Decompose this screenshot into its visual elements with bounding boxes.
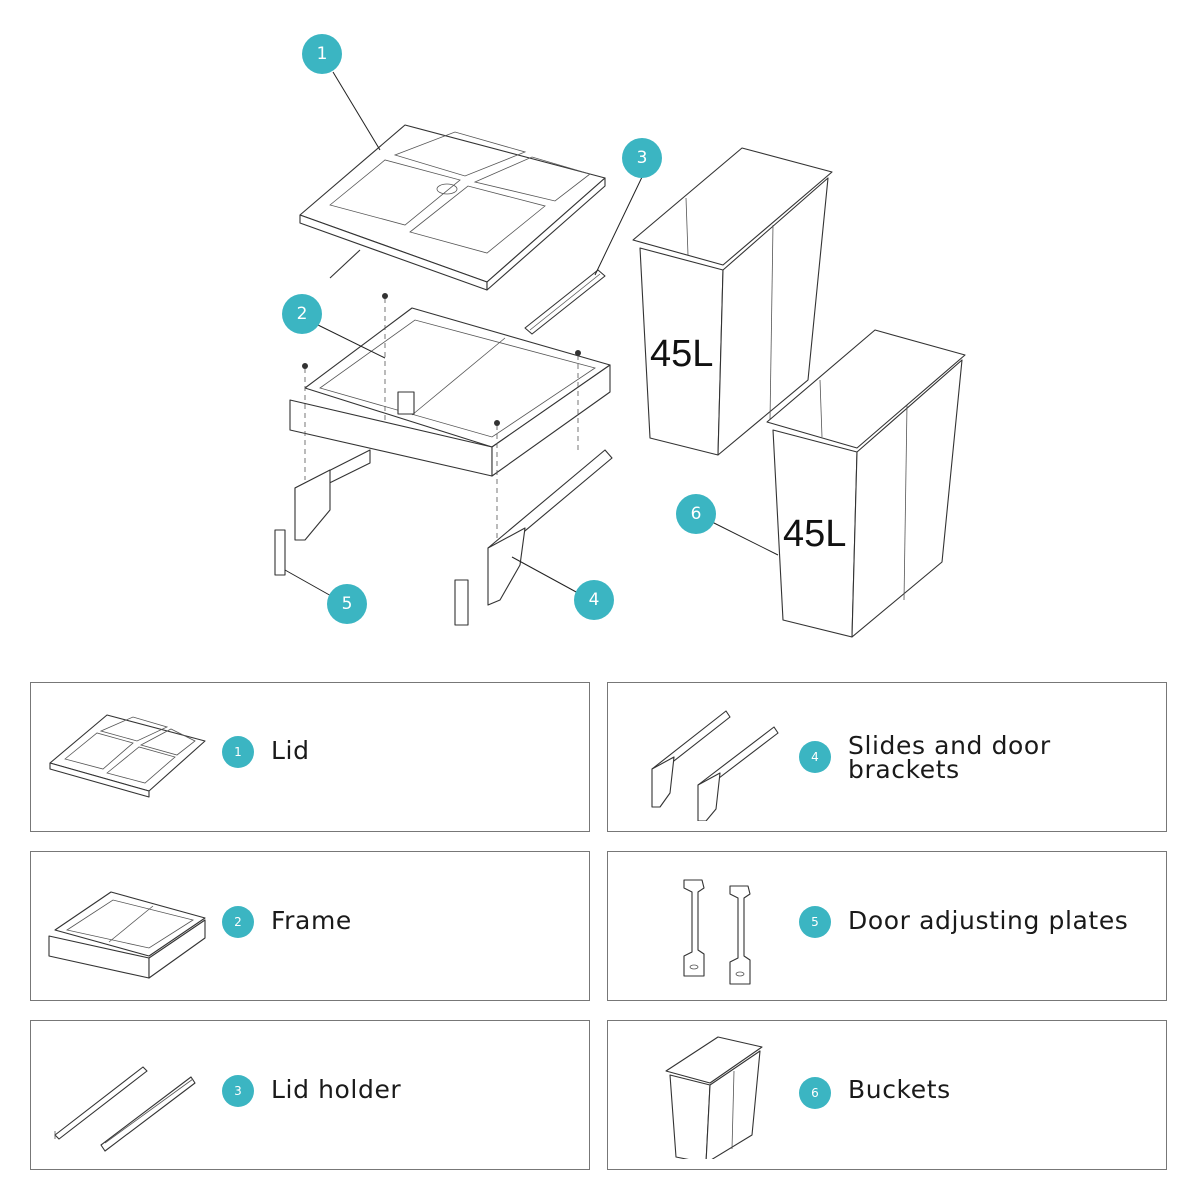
leader-lines [284,71,779,598]
svg-text:6: 6 [691,504,702,524]
legend-card-frame: 2 Frame [30,851,590,1001]
legend-badge-1: 1 [222,736,254,768]
front-bucket-volume: 45L [783,513,846,555]
svg-text:1: 1 [317,44,328,64]
legend-badge-6: 6 [799,1077,831,1109]
callout-5: 5 [327,584,367,624]
legend-card-lid-holder: 3 Lid holder [30,1020,590,1170]
callout-6: 6 [676,494,716,534]
callout-2: 2 [282,294,322,334]
callout-1: 1 [302,34,342,74]
lid-thumbnail [49,714,206,798]
screws [302,293,581,540]
door-plates-drawing [274,529,469,626]
legend-card-door-plates: 5 Door adjusting plates [607,851,1167,1001]
slides-drawing [294,449,613,606]
door-plates-thumbnail [683,879,751,985]
callout-3: 3 [622,138,662,178]
legend-card-buckets: 6 Buckets [607,1020,1167,1170]
svg-text:5: 5 [342,594,353,614]
bucket-thumbnail [665,1036,763,1159]
svg-text:2: 2 [297,304,308,324]
legend-badge-2: 2 [222,906,254,938]
svg-text:3: 3 [637,148,648,168]
lid-holder-thumbnail [54,1066,196,1152]
lid-drawing [299,124,606,291]
rear-bucket-volume: 45L [650,333,713,375]
lid-holder-drawing [524,269,606,335]
legend-label-door-plates: Door adjusting plates [848,906,1129,935]
callout-4: 4 [574,580,614,620]
legend-label-lid-holder: Lid holder [271,1075,402,1104]
legend-badge-5: 5 [799,906,831,938]
bucket-rear-drawing [632,147,833,456]
svg-text:4: 4 [589,590,600,610]
legend-card-slides: 4 Slides and door brackets [607,682,1167,832]
legend-label-buckets: Buckets [848,1075,951,1104]
frame-drawing [289,307,611,477]
legend-badge-3: 3 [222,1075,254,1107]
bucket-front-drawing [766,329,966,638]
legend-label-frame: Frame [271,906,352,935]
frame-thumbnail [48,891,206,979]
legend-label-lid: Lid [271,736,310,765]
legend-badge-4: 4 [799,741,831,773]
legend-label-slides: Slides and door brackets [848,731,1051,784]
exploded-assembly-diagram: 45L 45L 1 3 2 6 4 5 [274,34,966,638]
slides-thumbnail [651,710,779,821]
legend-card-lid: 1 Lid [30,682,590,832]
